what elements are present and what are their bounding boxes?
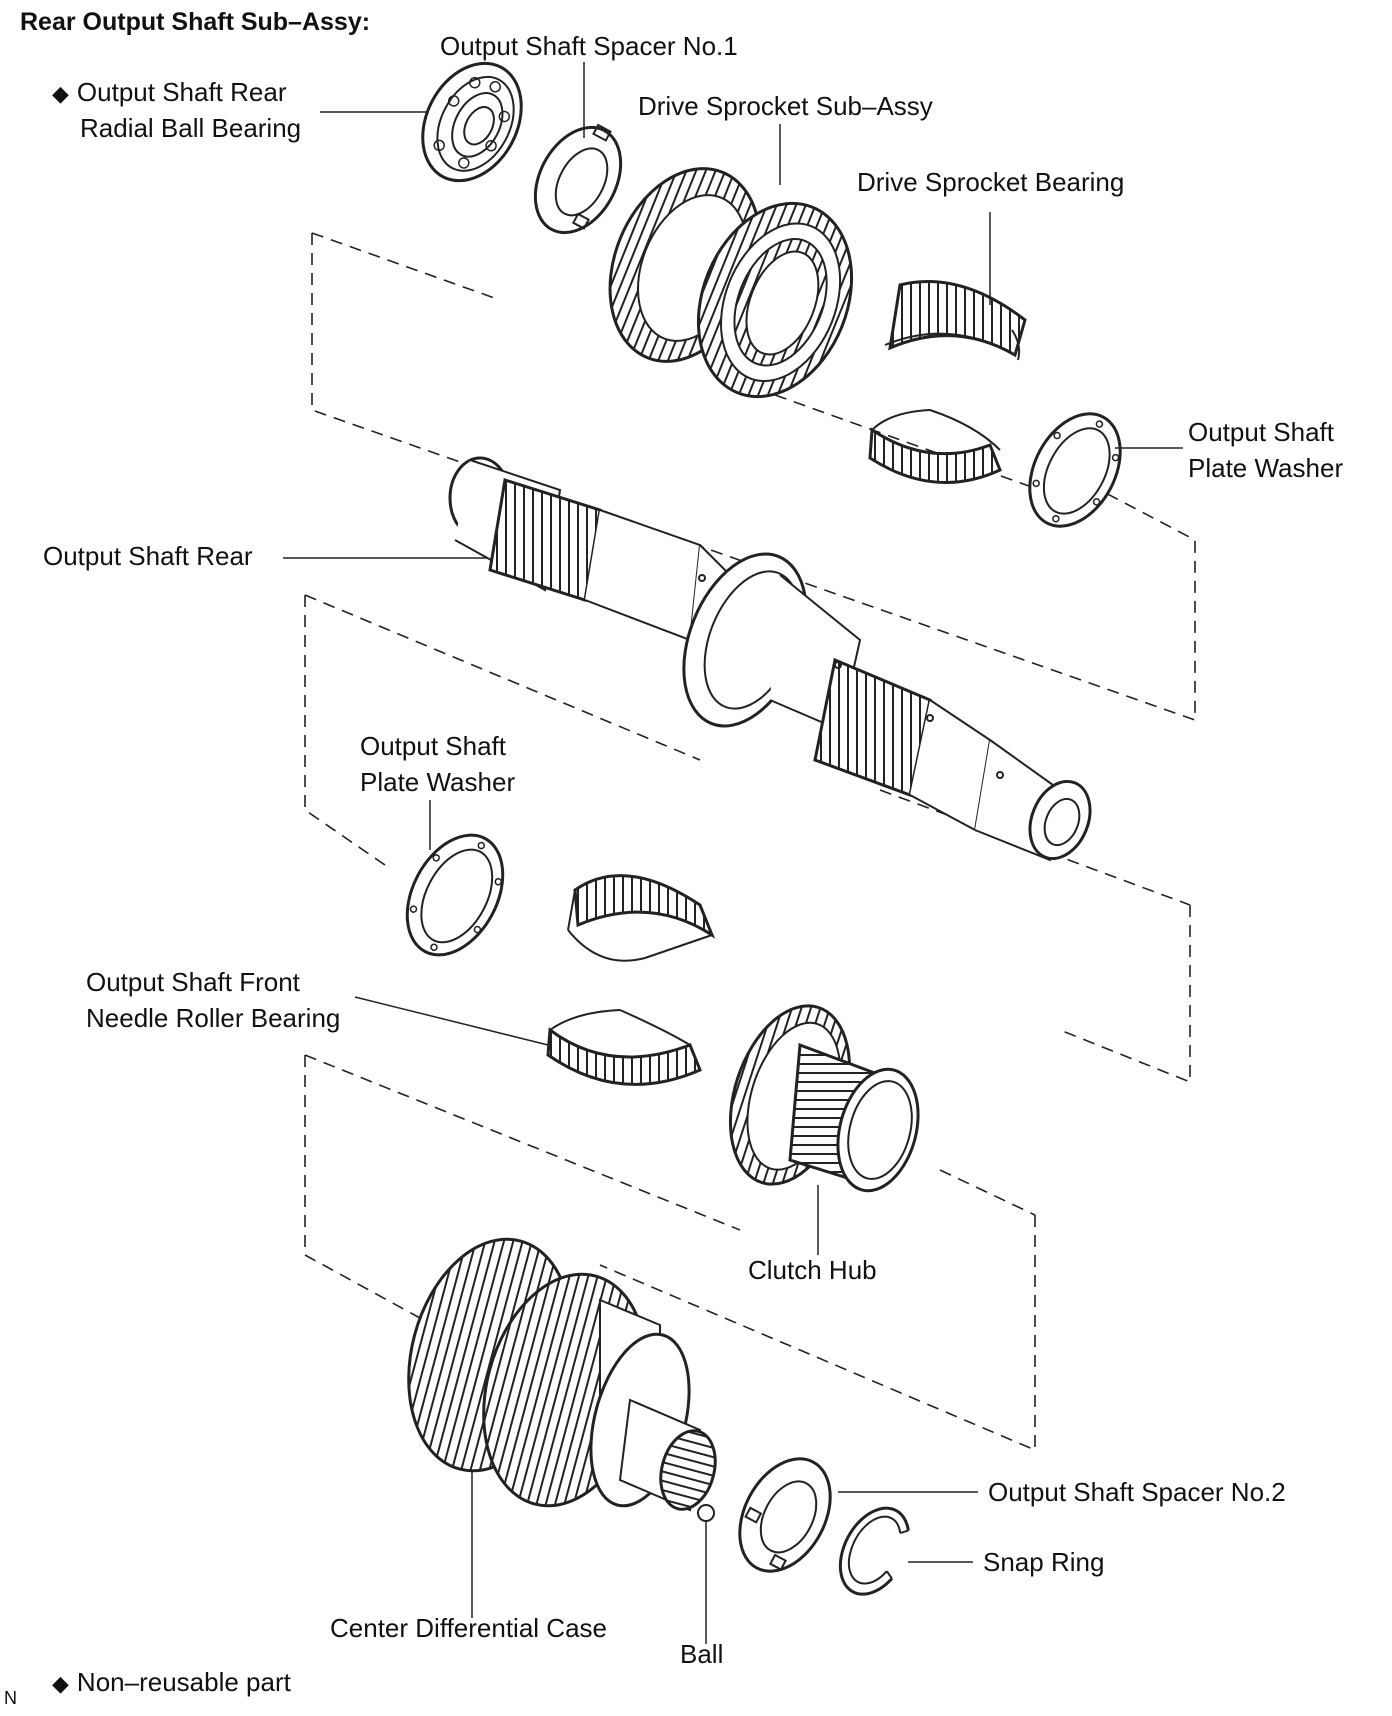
non-reusable-diamond-icon: ◆ [52, 81, 69, 106]
non-reusable-diamond-icon: ◆ [52, 1671, 69, 1696]
label-ball: Ball [680, 1639, 724, 1669]
center-differential-case-part [407, 1237, 717, 1512]
drive-sprocket-part [608, 167, 854, 399]
legend-non-reusable: ◆ Non–reusable part [52, 1664, 291, 1702]
label-snap-ring: Snap Ring [983, 1547, 1105, 1577]
clutch-hub-part [728, 1004, 920, 1193]
label-drive-sprocket-bearing: Drive Sprocket Bearing [857, 167, 1125, 197]
legend-text: Non–reusable part [76, 1667, 291, 1697]
label-plate-washer-upper: Output Shaft [1188, 417, 1334, 447]
spacer-no2-part [738, 1457, 832, 1573]
label-plate-washer-lower-line2: Plate Washer [360, 767, 516, 797]
label-rear-radial-ball-bearing: ◆Output Shaft Rear [52, 77, 287, 107]
label-rear-radial-ball-bearing-line2: Radial Ball Bearing [80, 113, 302, 143]
label-front-needle-bearing-line2: Needle Roller Bearing [86, 1003, 341, 1033]
drive-sprocket-bearing-lower-part [868, 409, 1002, 484]
dashed-outline-upper [311, 232, 1196, 722]
drive-sprocket-bearing-part [884, 280, 1027, 361]
label-clutch-hub: Clutch Hub [748, 1255, 877, 1285]
label-drive-sprocket-sub-assy: Drive Sprocket Sub–Assy [638, 91, 933, 121]
label-plate-washer-lower: Output Shaft [360, 731, 506, 761]
plate-washer-lower-part [405, 833, 505, 957]
plate-washer-upper-part [1028, 412, 1122, 528]
front-needle-roller-bearing-part [546, 1009, 702, 1086]
ball-part [697, 1504, 715, 1522]
label-front-needle-bearing: Output Shaft Front [86, 967, 300, 997]
snap-ring-part [838, 1506, 910, 1596]
label-output-shaft-rear: Output Shaft Rear [43, 541, 253, 571]
spacer-no1-part [533, 123, 623, 235]
dashed-outline-lower [304, 1054, 1036, 1452]
radial-ball-bearing-part [421, 61, 523, 183]
leader-lines [283, 62, 1183, 1644]
output-shaft-rear-part [448, 456, 1092, 862]
label-spacer-no2: Output Shaft Spacer No.2 [988, 1477, 1286, 1507]
label-center-differential-case: Center Differential Case [330, 1613, 607, 1643]
front-needle-bearing-upper-part [567, 874, 716, 962]
label-spacer-no1: Output Shaft Spacer No.1 [440, 31, 738, 61]
label-plate-washer-upper-line2: Plate Washer [1188, 453, 1344, 483]
page-title: Rear Output Shaft Sub–Assy: [20, 8, 371, 36]
corner-code: N [4, 1688, 17, 1708]
